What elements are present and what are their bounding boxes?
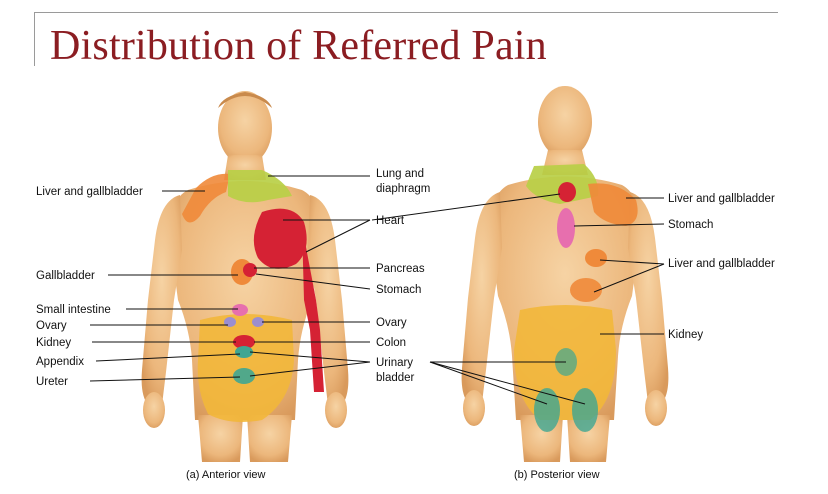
- label-ovary-anterior-right: Ovary: [376, 317, 407, 329]
- zone-ovary-right-anterior: [252, 317, 264, 327]
- heart-leader-posterior: [371, 193, 561, 221]
- label-ovary-anterior-left: Ovary: [36, 320, 67, 332]
- label-gallbladder: Gallbladder: [36, 270, 95, 282]
- anterior-labels-left: Liver and gallbladder Gallbladder Small …: [36, 186, 143, 388]
- label-liver-gallbladder-posterior-1: Liver and gallbladder: [668, 193, 775, 205]
- label-appendix: Appendix: [36, 356, 84, 368]
- posterior-leader-lines: [429, 197, 665, 405]
- zone-bladder-anterior: [233, 368, 255, 384]
- label-kidney-anterior: Kidney: [36, 337, 71, 349]
- label-ureter: Ureter: [36, 376, 68, 388]
- label-liver-gallbladder-anterior: Liver and gallbladder: [36, 186, 143, 198]
- anterior-hand-right: [325, 392, 347, 428]
- label-stomach-anterior: Stomach: [376, 284, 421, 296]
- anterior-leg-left: [198, 415, 243, 462]
- zone-pancreas-stomach-anterior: [243, 263, 257, 277]
- anterior-hand-left: [143, 392, 165, 428]
- label-bladder: bladder: [376, 372, 415, 384]
- zone-bladder-posterior-right: [572, 388, 598, 432]
- posterior-arm-left: [461, 192, 502, 403]
- zone-appendix-anterior: [235, 346, 253, 358]
- label-diaphragm: diaphragm: [376, 183, 430, 195]
- posterior-hand-left: [463, 390, 485, 426]
- caption-posterior: (b) Posterior view: [514, 469, 600, 481]
- zone-liver-gallbladder-anterior: [182, 173, 230, 223]
- anterior-hair: [218, 92, 272, 108]
- posterior-arm-right: [628, 192, 669, 403]
- anterior-head: [218, 91, 272, 165]
- label-pancreas: Pancreas: [376, 263, 425, 275]
- posterior-labels-right: Liver and gallbladder Stomach Liver and …: [668, 193, 775, 341]
- zone-colon-anterior: [197, 314, 294, 422]
- posterior-hand-right: [645, 390, 667, 426]
- zone-heart-posterior: [558, 182, 576, 202]
- zone-lung-diaphragm-anterior: [228, 170, 292, 203]
- anterior-arm-right: [308, 195, 349, 405]
- frame-left-rule: [34, 12, 35, 66]
- zone-liver-gallbladder-posterior-upper: [588, 183, 638, 226]
- label-urinary: Urinary: [376, 357, 413, 369]
- zone-stomach-posterior: [557, 208, 575, 248]
- label-lung-and: Lung and: [376, 168, 424, 180]
- posterior-head: [538, 86, 592, 158]
- label-small-intestine: Small intestine: [36, 304, 111, 316]
- page-title: Distribution of Referred Pain: [50, 23, 547, 69]
- zone-heart-anterior: [253, 208, 307, 269]
- zone-kidney-posterior-upper: [570, 278, 602, 302]
- zone-small-intestine-anterior: [232, 304, 248, 316]
- anterior-leg-right: [247, 415, 292, 462]
- zone-bladder-posterior-left: [534, 388, 560, 432]
- label-liver-gallbladder-posterior-2: Liver and gallbladder: [668, 258, 775, 270]
- anterior-labels-right: Lung and diaphragm Heart Pancreas Stomac…: [376, 168, 430, 384]
- anterior-leader-lines: [89, 175, 371, 382]
- label-heart: Heart: [376, 215, 405, 227]
- anterior-arm-left: [141, 195, 182, 405]
- zone-liver-gallbladder-posterior-lower: [585, 249, 607, 267]
- label-colon: Colon: [376, 337, 406, 349]
- label-stomach-posterior: Stomach: [668, 219, 713, 231]
- frame-top-rule: [34, 12, 778, 13]
- zone-kidney-anterior: [233, 335, 255, 349]
- label-kidney-posterior: Kidney: [668, 329, 703, 341]
- caption-anterior: (a) Anterior view: [186, 469, 266, 481]
